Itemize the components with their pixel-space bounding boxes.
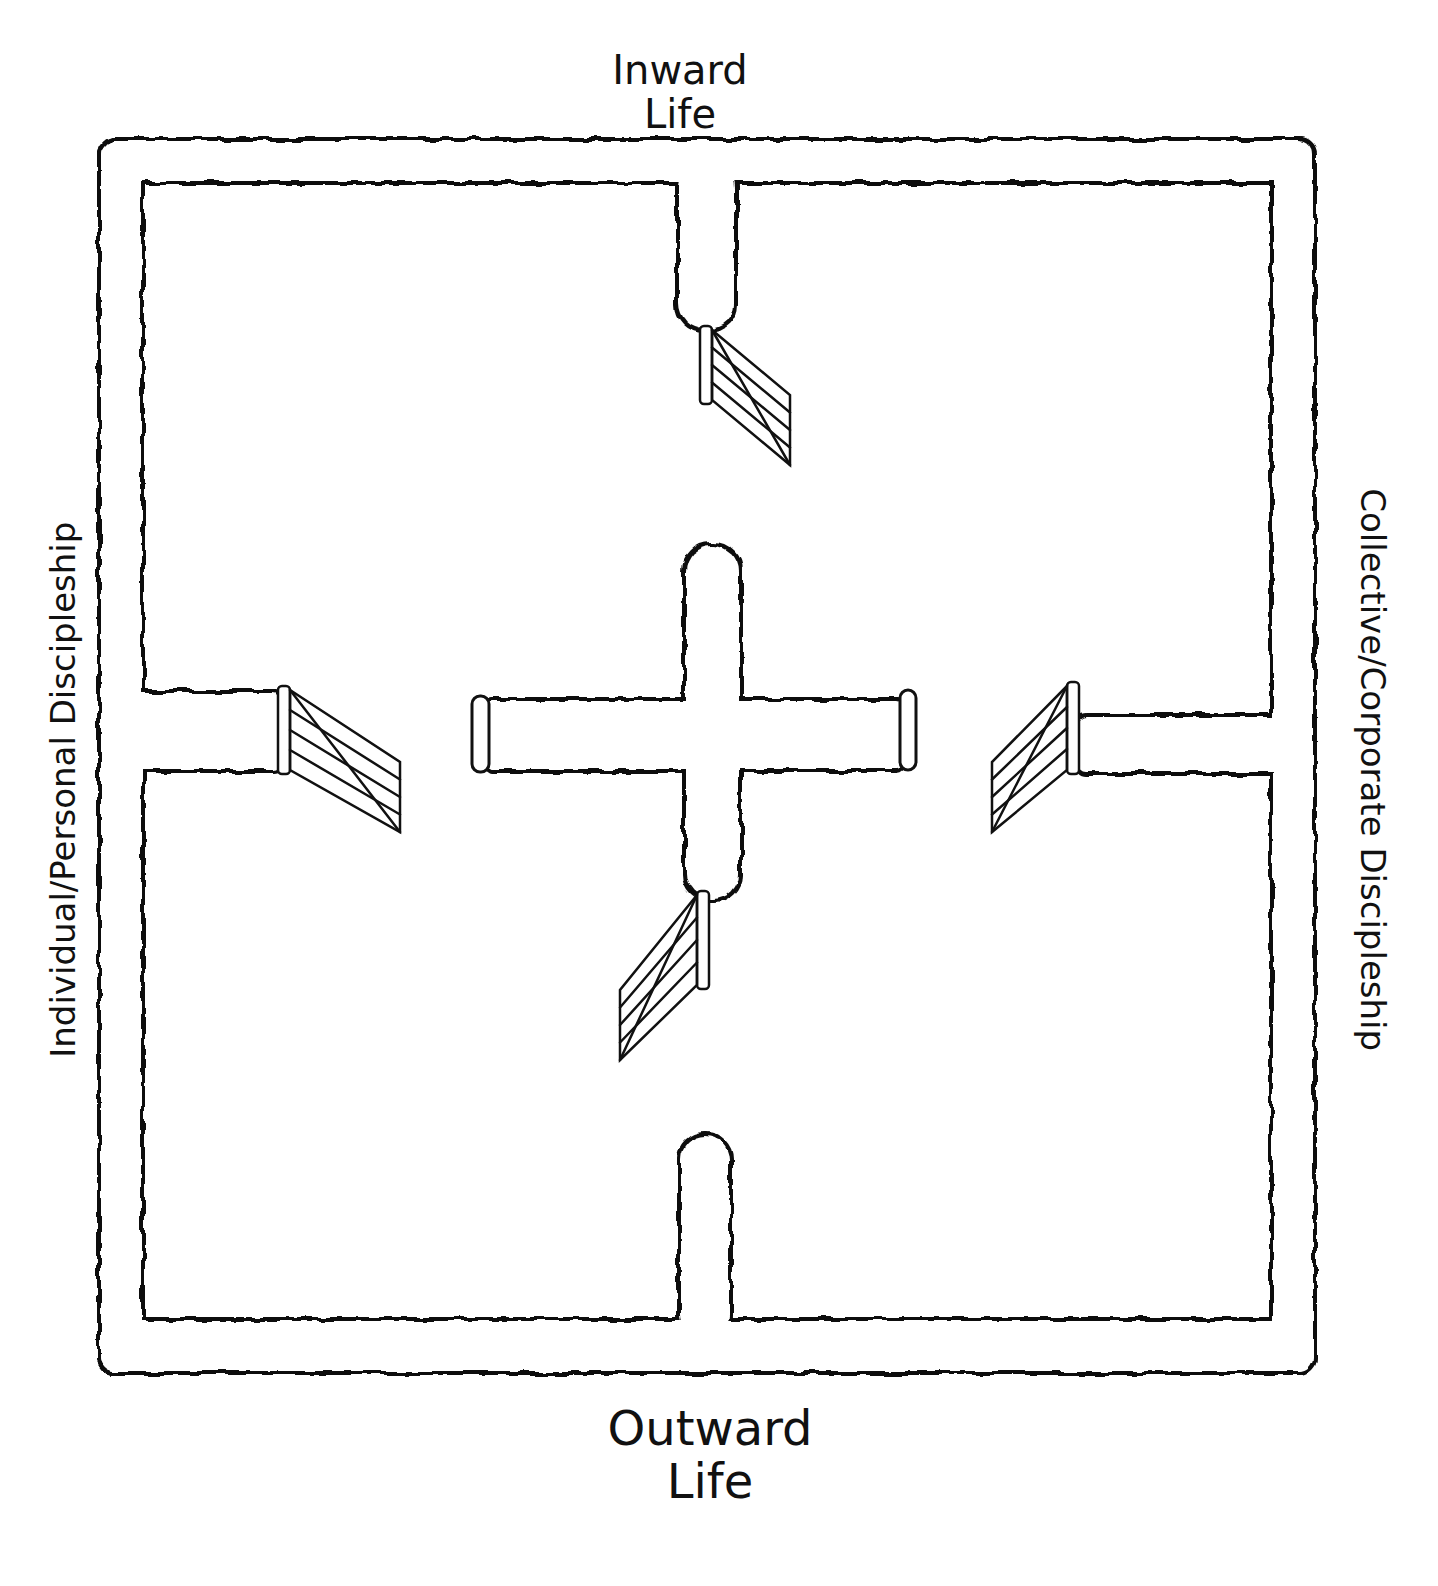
gate-frame <box>712 330 790 465</box>
gate-bar <box>712 348 790 413</box>
hedge-band <box>680 1135 730 1340</box>
gate-frame <box>992 686 1067 832</box>
gate-bar <box>290 710 400 780</box>
gate-post <box>697 891 709 989</box>
gate-bar <box>620 963 697 1043</box>
hedge-band-fill <box>119 693 281 769</box>
right-label: Collective/Corporate Discipleship <box>1353 489 1390 1052</box>
gate-brace <box>620 895 697 1060</box>
hedge-band-fill <box>681 1136 729 1339</box>
gate-bar <box>992 728 1067 797</box>
cross-end-caps <box>472 690 916 772</box>
gate-post <box>278 686 290 774</box>
gate-post <box>1067 682 1079 774</box>
hedge-band <box>486 700 904 770</box>
hedge-band-fill <box>487 701 903 769</box>
left-label: Individual/Personal Discipleship <box>45 522 82 1058</box>
gate-bar <box>290 730 400 797</box>
gate-brace <box>712 330 790 465</box>
gate-bar <box>712 383 790 448</box>
gate-bar <box>620 940 697 1025</box>
gate-brace <box>992 686 1067 832</box>
gate-frame <box>620 895 697 1060</box>
top-label: Inward Life <box>595 48 765 136</box>
hedge-band-fill <box>1079 717 1293 771</box>
gate-bar <box>992 707 1067 780</box>
hedge-band <box>678 160 735 330</box>
hedge-band <box>1078 716 1294 772</box>
hedge-band <box>118 692 282 770</box>
gate-frame <box>290 690 400 832</box>
bottom-label: Outward Life <box>590 1402 830 1508</box>
hedge-band-fill <box>679 161 734 329</box>
gate-bar <box>620 918 697 1008</box>
gates <box>278 326 1079 1060</box>
gate-post <box>700 326 712 404</box>
gate-brace <box>290 690 400 832</box>
hedge-walls <box>100 140 1314 1372</box>
